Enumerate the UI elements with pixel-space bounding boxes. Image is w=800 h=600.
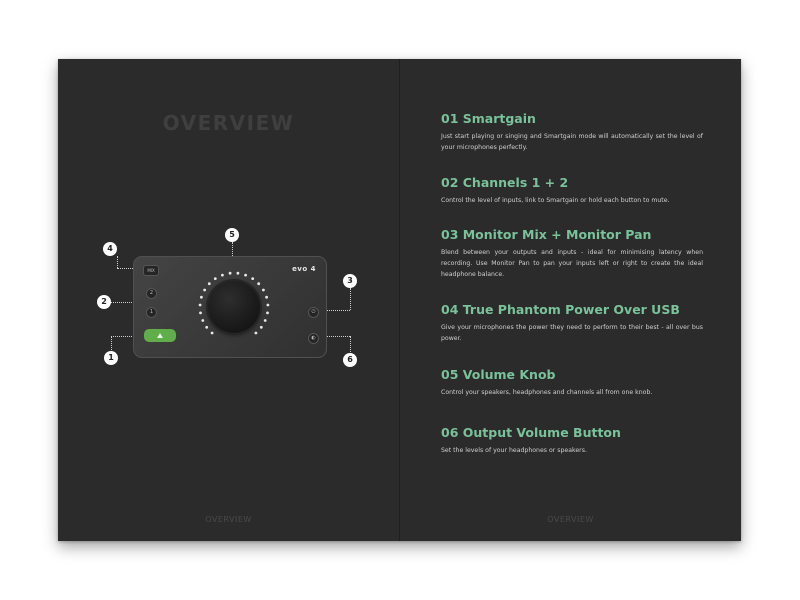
led-dot [265, 295, 268, 299]
leader-line-1b [111, 336, 144, 337]
section-phantom-power: 04 True Phantom Power Over USB Give your… [441, 302, 703, 344]
callout-6: 6 [343, 353, 357, 367]
section-title: 05 Volume Knob [441, 367, 556, 382]
led-dot [228, 271, 232, 275]
leader-line-6b [350, 336, 351, 354]
callout-2: 2 [97, 295, 111, 309]
page-gutter [399, 59, 400, 541]
section-title: 02 Channels 1 + 2 [441, 175, 569, 190]
volume-knob [208, 281, 260, 333]
smartgain-button [144, 329, 176, 342]
led-dot [203, 288, 206, 292]
led-dot [262, 288, 265, 292]
right-page: 01 Smartgain Just start playing or singi… [400, 59, 741, 541]
callout-1: 1 [104, 351, 118, 365]
led-dot [254, 331, 258, 335]
callout-3: 3 [343, 274, 357, 288]
led-dot [199, 311, 202, 315]
callout-5: 5 [225, 228, 239, 242]
channel-2-button: 2 [146, 288, 157, 299]
led-dot [200, 295, 203, 299]
led-dot [198, 303, 202, 307]
section-channels: 02 Channels 1 + 2 Control the level of i… [441, 175, 703, 206]
leader-line-4b [117, 268, 141, 269]
led-dot [236, 271, 240, 275]
left-page: OVERVIEW evo 4 MIX 2 1 ⏻ ◐ 4 2 1 5 3 [58, 59, 399, 541]
section-body: Blend between your outputs and inputs - … [441, 249, 703, 279]
section-body: Control the level of inputs, link to Sma… [441, 197, 670, 204]
leader-line-4 [117, 256, 118, 268]
leader-line-1 [111, 336, 112, 352]
led-dot [251, 277, 255, 280]
leader-line-2 [111, 302, 146, 303]
led-dot [207, 282, 211, 286]
led-dot [266, 311, 269, 315]
section-monitor-mix: 03 Monitor Mix + Monitor Pan Blend betwe… [441, 227, 703, 281]
leader-line-3 [350, 288, 351, 310]
led-dot [205, 325, 209, 329]
led-dot [263, 319, 267, 322]
page-footer-right: OVERVIEW [547, 515, 594, 524]
section-body: Just start playing or singing and Smartg… [441, 133, 703, 152]
page-footer-left: OVERVIEW [205, 515, 252, 524]
section-volume-knob: 05 Volume Knob Control your speakers, he… [441, 367, 703, 398]
led-dot [257, 282, 261, 286]
led-dot [266, 303, 270, 307]
section-title: 04 True Phantom Power Over USB [441, 302, 680, 317]
led-dot [210, 331, 214, 335]
callout-4: 4 [103, 242, 117, 256]
output-volume-button: ◐ [308, 333, 319, 344]
led-dot [259, 325, 263, 329]
leader-line-6 [316, 336, 350, 337]
leader-line-5 [232, 242, 233, 264]
led-dot [213, 277, 217, 280]
section-body: Give your microphones the power they nee… [441, 324, 703, 343]
section-body: Set the levels of your headphones or spe… [441, 447, 587, 454]
section-title: 01 Smartgain [441, 111, 536, 126]
led-dot [221, 273, 224, 277]
section-body: Control your speakers, headphones and ch… [441, 389, 653, 396]
led-dot [201, 319, 205, 322]
section-output-volume: 06 Output Volume Button Set the levels o… [441, 425, 703, 456]
monitor-button: MIX [143, 265, 159, 276]
device-brand-logo: evo 4 [292, 265, 316, 273]
page-title: OVERVIEW [162, 111, 295, 135]
section-title: 03 Monitor Mix + Monitor Pan [441, 227, 652, 242]
leader-line-3b [316, 310, 350, 311]
led-dot [244, 273, 247, 277]
level-led-ring [198, 271, 270, 335]
audio-interface-illustration: evo 4 MIX 2 1 ⏻ ◐ [133, 256, 327, 358]
booklet-spread: OVERVIEW evo 4 MIX 2 1 ⏻ ◐ 4 2 1 5 3 [58, 59, 741, 541]
section-title: 06 Output Volume Button [441, 425, 621, 440]
channel-1-button: 1 [146, 307, 157, 318]
section-smartgain: 01 Smartgain Just start playing or singi… [441, 111, 703, 153]
phantom-power-button: ⏻ [308, 307, 319, 318]
